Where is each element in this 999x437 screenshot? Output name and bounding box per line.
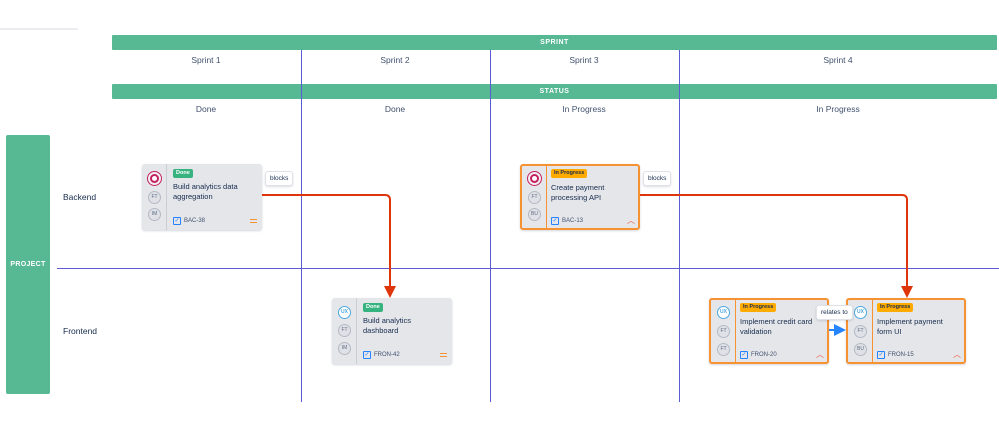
card-title: Create payment processing API (551, 183, 605, 202)
avatar[interactable]: UX (717, 306, 730, 319)
avatar[interactable]: FT (854, 325, 867, 338)
avatar[interactable]: BU (528, 208, 541, 221)
status-badge: Done (173, 169, 193, 178)
priority-high-icon: ︿ (953, 350, 961, 359)
relates-link-label[interactable]: relates to (816, 305, 853, 320)
row-label-frontend: Frontend (63, 326, 98, 336)
sprint-4-header: Sprint 4 (823, 55, 853, 65)
avatar[interactable]: UX (338, 306, 351, 319)
issue-card-fron-42[interactable]: UX FT IM Done Build analytics dashboard … (332, 298, 452, 364)
avatar[interactable]: FT (528, 191, 541, 204)
bug-icon (148, 172, 161, 185)
issue-key[interactable]: ✓FRON-15 (877, 351, 914, 359)
checkbox-icon: ✓ (173, 217, 181, 225)
issue-card-bac-38[interactable]: FT IM Done Build analytics data aggregat… (142, 164, 262, 230)
status-badge: In Progress (551, 169, 588, 178)
card-title: Build analytics dashboard (363, 316, 411, 335)
card-rail (848, 300, 873, 362)
card-title: Implement payment form UI (877, 317, 943, 336)
status-badge: In Progress (740, 303, 777, 312)
issue-card-fron-20[interactable]: UX FT FT In Progress Implement credit ca… (709, 298, 829, 364)
avatar[interactable]: IM (338, 342, 351, 355)
bug-icon (528, 172, 541, 185)
avatar[interactable]: FT (148, 191, 161, 204)
avatar[interactable]: BU (854, 343, 867, 356)
issue-key[interactable]: ✓BAC-38 (173, 217, 206, 225)
project-band: PROJECT (6, 135, 50, 394)
status-4-header: In Progress (816, 104, 860, 114)
sprint-3-header: Sprint 3 (569, 55, 599, 65)
issue-key[interactable]: ✓FRON-42 (363, 351, 400, 359)
card-title: Implement credit card validation (740, 317, 813, 336)
checkbox-icon: ✓ (740, 351, 748, 359)
sprint-1-header: Sprint 1 (191, 55, 221, 65)
priority-high-icon: ︿ (627, 216, 635, 225)
avatar[interactable]: UX (854, 306, 867, 319)
status-1-header: Done (195, 104, 217, 114)
blocks-arrow (262, 194, 396, 298)
card-rail (711, 300, 736, 362)
column-divider (679, 50, 680, 402)
status-2-header: Done (384, 104, 406, 114)
sprint-2-header: Sprint 2 (380, 55, 410, 65)
checkbox-icon: ✓ (363, 351, 371, 359)
status-3-header: In Progress (562, 104, 606, 114)
issue-key[interactable]: ✓BAC-13 (551, 217, 584, 225)
issue-card-bac-13[interactable]: FT BU In Progress Create payment process… (520, 164, 640, 230)
issue-key[interactable]: ✓FRON-20 (740, 351, 777, 359)
status-badge: In Progress (877, 303, 914, 312)
status-badge: Done (363, 303, 383, 312)
card-title: Build analytics data aggregation (173, 182, 238, 201)
checkbox-icon: ✓ (551, 217, 559, 225)
column-divider (490, 50, 491, 402)
priority-medium-icon (440, 353, 447, 357)
blocks-link-label[interactable]: blocks (643, 171, 672, 186)
avatar[interactable]: FT (338, 324, 351, 337)
blocks-link-label[interactable]: blocks (265, 171, 294, 186)
sprint-band: SPRINT (112, 35, 997, 50)
card-rail (142, 164, 167, 230)
card-rail (332, 298, 357, 364)
avatar[interactable]: IM (148, 208, 161, 221)
checkbox-icon: ✓ (877, 351, 885, 359)
column-divider (301, 50, 302, 402)
avatar[interactable]: FT (717, 343, 730, 356)
card-rail (522, 166, 547, 228)
priority-high-icon: ︿ (816, 350, 824, 359)
priority-medium-icon (250, 219, 257, 223)
issue-card-fron-15[interactable]: UX FT BU In Progress Implement payment f… (846, 298, 966, 364)
avatar[interactable]: FT (717, 325, 730, 338)
row-label-backend: Backend (63, 192, 97, 202)
status-band: STATUS (112, 84, 997, 99)
top-divider (0, 28, 78, 30)
blocks-arrow (640, 194, 913, 298)
row-divider (57, 268, 999, 269)
